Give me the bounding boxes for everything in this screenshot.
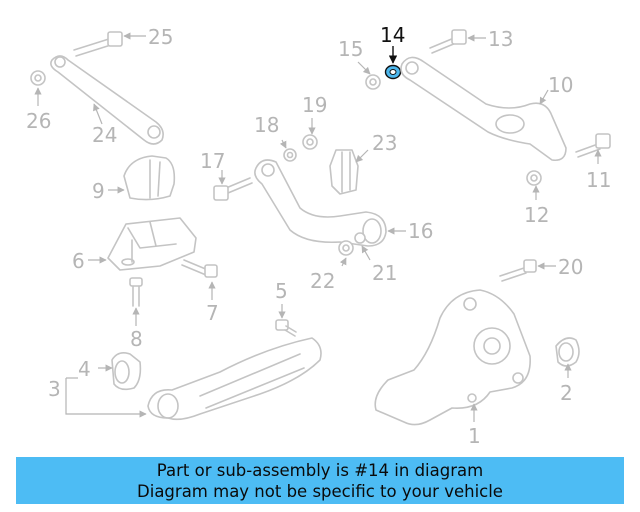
callout-25[interactable]: 25	[148, 25, 173, 49]
trailing-arm-3-shape	[147, 337, 322, 421]
banner-line-part: Part or sub-assembly is #14 in diagram	[156, 461, 484, 480]
banner-line-disclaimer: Diagram may not be specific to your vehi…	[137, 482, 503, 501]
callout-8[interactable]: 8	[130, 327, 143, 351]
callout-23[interactable]: 23	[372, 131, 397, 155]
nut-19-shape	[302, 134, 318, 150]
bushing-2-shape	[555, 337, 580, 367]
bolt-11-shape	[575, 133, 611, 158]
callout-1[interactable]: 1	[468, 424, 481, 448]
leader-lines	[34, 32, 602, 422]
callout-17[interactable]: 17	[200, 149, 225, 173]
nut-12-shape	[526, 170, 542, 186]
nut-15-shape	[365, 74, 381, 90]
callout-26[interactable]: 26	[26, 109, 51, 133]
callout-14[interactable]: 14	[380, 23, 405, 47]
callout-24[interactable]: 24	[92, 123, 117, 147]
bolt-20-shape	[499, 259, 537, 282]
callout-11[interactable]: 11	[586, 168, 611, 192]
callout-12[interactable]: 12	[524, 203, 549, 227]
callout-16[interactable]: 16	[408, 219, 433, 243]
bracket-23-shape	[329, 149, 359, 195]
callout-19[interactable]: 19	[302, 93, 327, 117]
callout-10[interactable]: 10	[548, 73, 573, 97]
lateral-link-24-shape	[50, 55, 164, 145]
bolt-17-shape	[213, 177, 253, 201]
washer-14-highlighted	[384, 64, 402, 80]
callout-9[interactable]: 9	[92, 179, 105, 203]
bolt-5-shape	[275, 319, 297, 337]
callout-15[interactable]: 15	[338, 37, 363, 61]
knuckle-1-shape	[374, 289, 531, 426]
callout-3[interactable]: 3	[48, 377, 61, 401]
bushing-9-shape	[123, 155, 176, 201]
callout-20[interactable]: 20	[558, 255, 583, 279]
bolt-8-shape	[129, 277, 143, 307]
callout-22[interactable]: 22	[310, 269, 335, 293]
bracket-6-shape	[107, 217, 197, 271]
callout-2[interactable]: 2	[560, 381, 573, 405]
bolt-13-shape	[429, 29, 467, 54]
bolt-25-shape	[73, 31, 123, 57]
lower-arm-10-shape	[400, 56, 567, 162]
callout-numbers: 1 2 3 4 5 6 7 8 9 10 11 12 13 14 15 16 1…	[26, 23, 611, 448]
washer-18-shape	[283, 148, 297, 162]
diagram-notice-banner: Part or sub-assembly is #14 in diagram D…	[16, 457, 624, 504]
exploded-parts-diagram: 1 2 3 4 5 6 7 8 9 10 11 12 13 14 15 16 1…	[26, 23, 611, 448]
washer-21-shape	[354, 232, 366, 244]
nut-22-shape	[338, 240, 354, 256]
upper-arm-16-shape	[254, 159, 387, 247]
bushing-4-shape	[111, 352, 142, 391]
nut-26-shape	[30, 70, 46, 86]
callout-5[interactable]: 5	[275, 279, 288, 303]
callout-21[interactable]: 21	[372, 261, 397, 285]
callout-7[interactable]: 7	[206, 301, 219, 325]
bolt-7-shape	[181, 259, 218, 278]
callout-13[interactable]: 13	[488, 27, 513, 51]
callout-18[interactable]: 18	[254, 113, 279, 137]
callout-4[interactable]: 4	[78, 357, 91, 381]
callout-6[interactable]: 6	[72, 249, 85, 273]
